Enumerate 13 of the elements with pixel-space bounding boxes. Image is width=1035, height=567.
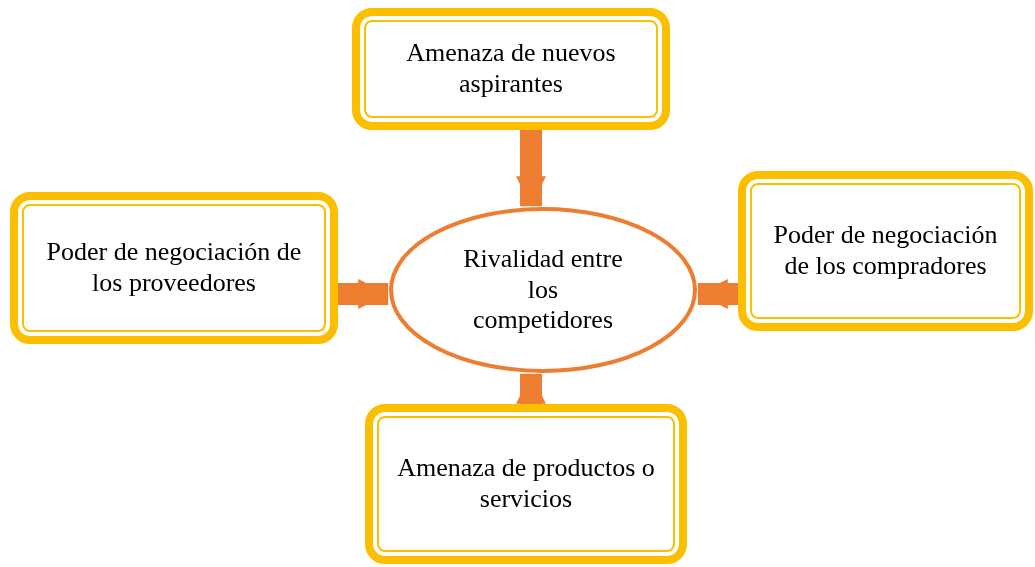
block-arrow	[516, 373, 546, 404]
block-arrow	[338, 279, 389, 309]
block-arrow	[697, 279, 738, 309]
force-box	[10, 192, 338, 344]
node-label: Poder de negociación de los compradores	[772, 220, 999, 282]
force-box	[365, 404, 687, 564]
node-label: Rivalidad entre los competidores	[462, 244, 624, 336]
block-arrow	[516, 130, 546, 207]
node-label: Amenaza de productos o servicios	[397, 453, 655, 515]
node-label: Poder de negociación de los proveedores	[45, 237, 303, 299]
force-box	[738, 171, 1033, 331]
force-box	[352, 8, 670, 130]
node-label: Amenaza de nuevos aspirantes	[405, 38, 617, 100]
